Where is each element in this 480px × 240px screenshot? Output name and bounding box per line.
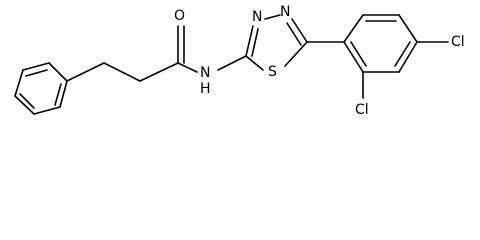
dichlorophenyl-ring <box>306 14 418 73</box>
propanoyl-chain <box>66 25 198 82</box>
amide-link <box>217 55 247 71</box>
amide-hydrogen-label: H <box>200 81 211 97</box>
chlorine-para-label: Cl <box>451 34 465 50</box>
thiadiazole-ring <box>245 14 308 71</box>
phenyl-ring <box>14 62 68 115</box>
molecule-structure: O N H N N S Cl Cl <box>14 4 465 118</box>
chlorine-ortho-label: Cl <box>355 102 369 118</box>
ring-nitrogen-1-label: N <box>252 9 262 25</box>
ring-nitrogen-2-label: N <box>280 4 290 20</box>
sulfur-label: S <box>268 64 277 80</box>
amide-nitrogen-label: N <box>200 65 210 81</box>
chlorine-bonds <box>362 41 449 99</box>
oxygen-label: O <box>174 8 185 24</box>
